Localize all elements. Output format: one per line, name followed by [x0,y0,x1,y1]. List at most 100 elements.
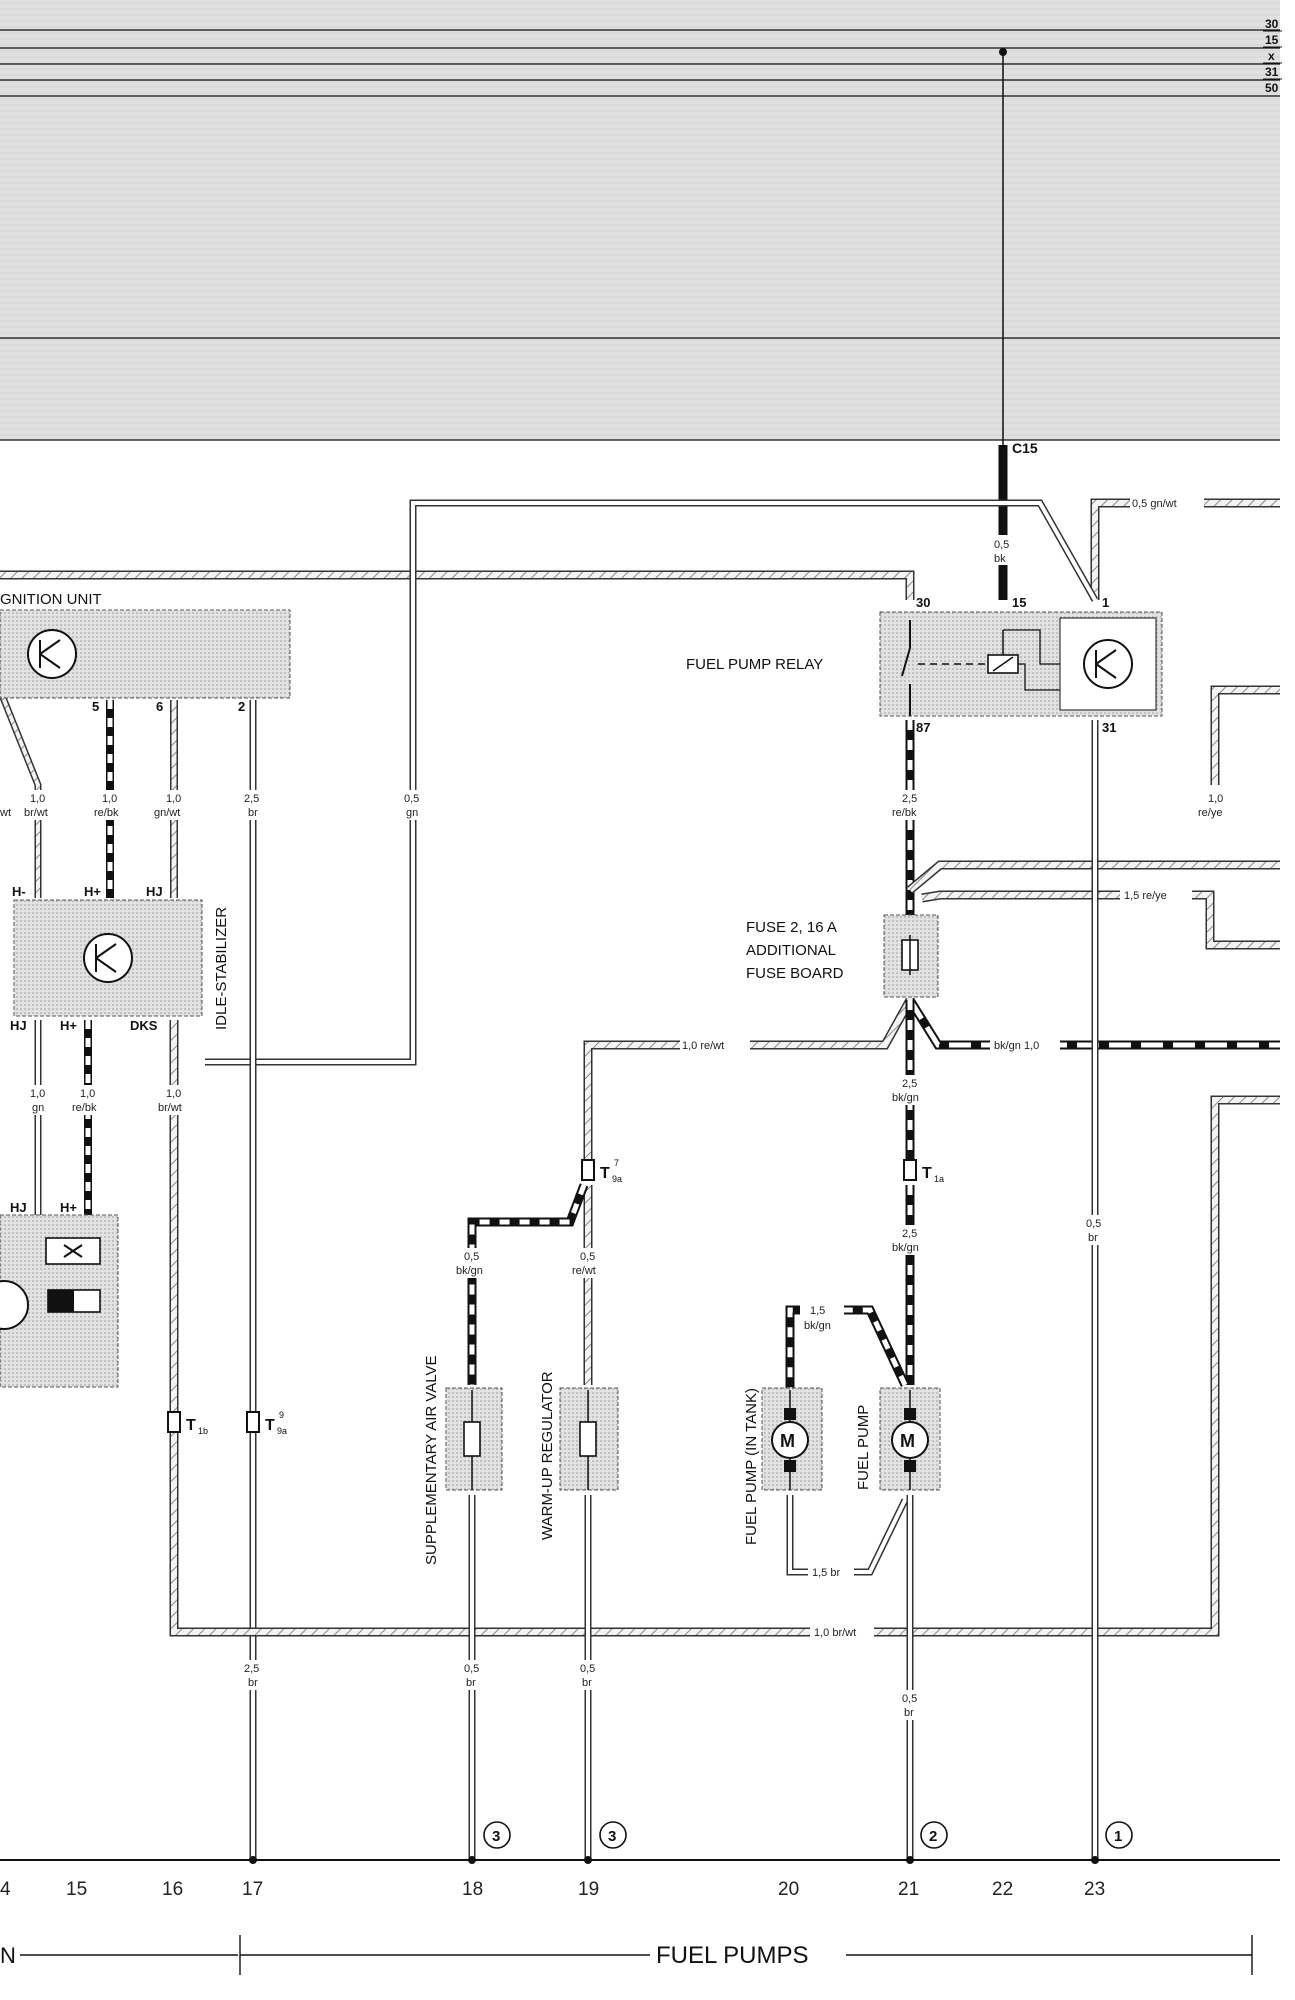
wire-g17-color: br [248,1677,258,1689]
wire-w5-color: re/bk [94,807,119,819]
wire-g18-gauge: 0,5 [464,1663,479,1675]
idle-valve-partial: HJ H+ [0,1200,119,1388]
wire-gn-loop-color: gn [406,807,418,819]
ground-point-19: 3 [608,1828,616,1845]
section-label-fuel-pumps: FUEL PUMPS [656,1942,808,1969]
supplementary-air-valve-label: SUPPLEMENTARY AIR VALVE [423,1355,440,1565]
wire-sav-color: bk/gn [456,1265,483,1277]
wire-reye-right-color: re/ye [1198,807,1222,819]
idle-stabilizer: IDLE-STABILIZER H- H+ HJ HJ H+ DKS [10,884,230,1033]
wire-fuse-out-gauge: 2,5 [902,1078,917,1090]
column-number-21: 21 [898,1879,919,1900]
connector-t9a9-sup: 9 [279,1410,284,1420]
wire-relay31-gauge: 0,5 [1086,1218,1101,1230]
wire-ground-bus: 1,0 br/wt [814,1627,856,1639]
connector-t1a-sub: 1a [934,1174,944,1184]
terminal-left-h-plus: H+ [60,1200,77,1215]
rail-label-31: 31 [1265,65,1279,79]
terminal-stab-h-plus: H+ [84,884,101,899]
wire-relay87-color: re/bk [892,807,917,819]
wire-dks-color: br/wt [158,1102,182,1114]
terminal-ign-2: 2 [238,699,245,714]
terminal-ign-6: 6 [156,699,163,714]
wire-c15-color: bk [994,553,1006,565]
idle-stabilizer-label: IDLE-STABILIZER [213,907,230,1030]
wire-w2-color: br [248,807,258,819]
ground-points: 3 3 2 1 [483,1821,1133,1849]
column-number-20: 20 [778,1879,799,1900]
terminal-relay-1: 1 [1102,595,1109,610]
terminal-ign-5: 5 [92,699,99,714]
supplementary-air-valve: SUPPLEMENTARY AIR VALVE [423,1355,503,1565]
connector-t9a7: T [600,1165,610,1182]
connector-t9a9-sub: 9a [277,1426,287,1436]
wire-c15-gauge: 0,5 [994,539,1009,551]
ground-point-18: 3 [492,1828,500,1845]
connector-t1b-sub: 1b [198,1426,208,1436]
terminal-stab-dks: DKS [130,1018,158,1033]
wire-labels: 0,5 bk 0,5 gn/wt 1,0 br/wt wt 1,0 re/bk … [0,496,1236,1720]
column-number-22: 22 [992,1879,1013,1900]
wire-fuse-out-color: bk/gn [892,1092,919,1104]
terminal-relay-31: 31 [1102,720,1116,735]
wire-w6-gauge: 1,0 [166,793,181,805]
wire-dks-gauge: 1,0 [166,1088,181,1100]
column-number-18: 18 [462,1879,483,1900]
wire-t1a-out-gauge: 2,5 [902,1228,917,1240]
connectors: T 9a 7 T 1a T 1b T 9a 9 [167,1158,944,1436]
wire-wur-gauge: 0,5 [580,1251,595,1263]
terminal-stab-hj-bottom: HJ [10,1018,27,1033]
terminal-stab-h-plus-bottom: H+ [60,1018,77,1033]
wire-g19-color: br [582,1677,592,1689]
wire-rewt: 1,0 re/wt [682,1040,724,1052]
wire-sav-gauge: 0,5 [464,1251,479,1263]
terminal-c15: C15 [1012,440,1038,456]
wire-w1-color: br/wt [24,807,48,819]
wire-g21-color: br [904,1707,914,1719]
wire-reye-right-gauge: 1,0 [1208,793,1223,805]
fuel-pump-relay: FUEL PUMP RELAY 30 15 1 87 31 C15 [686,440,1163,735]
fuel-pump-relay-label: FUEL PUMP RELAY [686,656,823,673]
column-number-4: 4 [0,1879,11,1900]
ground-point-23: 1 [1114,1828,1122,1845]
section-label-left: N [0,1943,16,1968]
connector-t1b: T [186,1417,196,1434]
terminal-relay-30: 30 [916,595,930,610]
warm-up-regulator-label: WARM-UP REGULATOR [539,1371,556,1540]
column-number-15: 15 [66,1879,87,1900]
wire-w2-gauge: 2,5 [244,793,259,805]
wire-w1-gauge: 1,0 [30,793,45,805]
wire-tank-feed-gauge: 1,5 [810,1305,825,1317]
rail-label-15: 15 [1265,33,1279,47]
fuel-pump-in-tank: M FUEL PUMP (IN TANK) [743,1387,823,1545]
wire-relay31-color: br [1088,1232,1098,1244]
wire-w1b-color: wt [0,807,11,819]
terminal-stab-h-minus: H- [12,884,26,899]
wire-hp-rebk-color: re/bk [72,1102,97,1114]
fuse-label-line-2: ADDITIONAL [746,942,836,959]
column-numbers: 4 15 16 17 18 19 20 21 22 23 [0,1879,1105,1900]
wire-gnwt-top: 0,5 gn/wt [1132,498,1177,510]
wire-w5-gauge: 1,0 [102,793,117,805]
tank-pump-motor-symbol: M [780,1431,795,1451]
ground-point-21: 2 [929,1828,937,1845]
terminal-left-hj: HJ [10,1200,27,1215]
wire-gn-loop-gauge: 0,5 [404,793,419,805]
wire-g17-gauge: 2,5 [244,1663,259,1675]
rail-label-x: x [1268,49,1275,63]
wire-hj-gn-gauge: 1,0 [30,1088,45,1100]
terminal-stab-hj: HJ [146,884,163,899]
column-number-17: 17 [242,1879,263,1900]
wire-hj-gn-color: gn [32,1102,44,1114]
fuse-label-line-3: FUSE BOARD [746,965,844,982]
wire-tank-feed-color: bk/gn [804,1320,831,1332]
fuse-2: FUSE 2, 16 A ADDITIONAL FUSE BOARD [746,914,939,998]
ignition-unit-label: GNITION UNIT [0,591,102,608]
warm-up-regulator: WARM-UP REGULATOR [539,1371,619,1540]
rail-label-30: 30 [1265,17,1279,31]
fuel-pump: M FUEL PUMP [855,1387,941,1491]
wire-hp-rebk-gauge: 1,0 [80,1088,95,1100]
top-rail-area: 30 15 x 31 50 [0,0,1282,441]
connector-t9a7-sup: 7 [614,1158,619,1168]
connector-t9a9: T [265,1417,275,1434]
